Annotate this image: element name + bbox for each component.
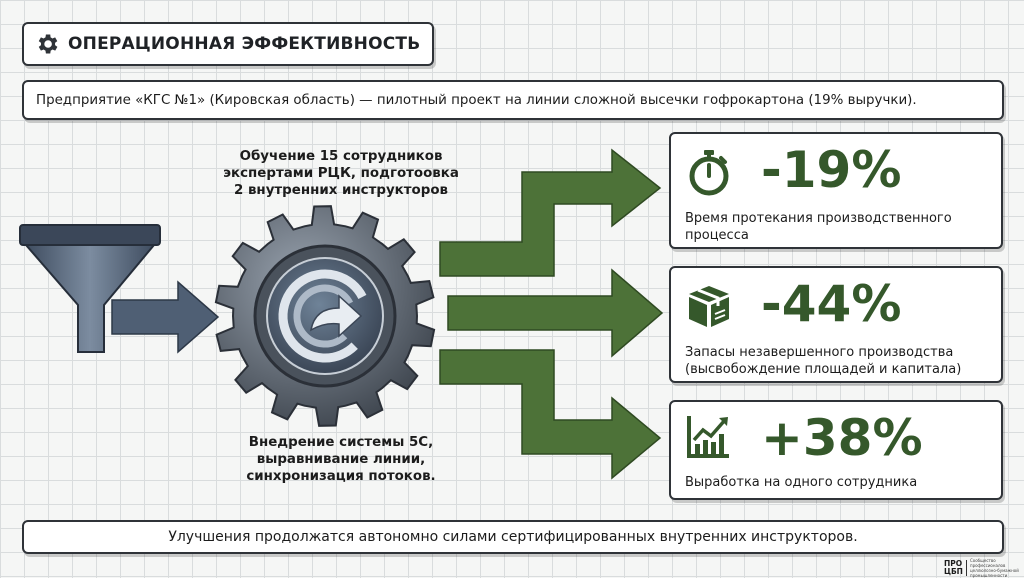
result-label-line: Выработка на одного сотрудника — [685, 475, 918, 490]
implementation-caption-line: Внедрение системы 5С, — [248, 435, 434, 450]
arrow-top — [439, 148, 662, 277]
result-card-productivity: +38% Выработка на одного сотрудника — [669, 400, 1003, 500]
training-caption-line: Обучение 15 сотрудников — [239, 149, 443, 164]
result-value: -44% — [761, 275, 902, 333]
arrow-bottom — [439, 349, 662, 480]
result-label: Выработка на одного сотрудника — [685, 474, 917, 491]
footer-box: Улучшения продолжатся автономно силами с… — [22, 520, 1004, 554]
title-box: ОПЕРАЦИОННАЯ ЭФФЕКТИВНОСТЬ — [22, 22, 434, 66]
result-value: -19% — [761, 141, 902, 199]
training-caption: Обучение 15 сотрудников экспертами РЦК, … — [196, 148, 486, 199]
result-card-wip: -44% Запасы незавершенного производства … — [669, 266, 1003, 383]
cycle-arrow — [309, 294, 363, 338]
result-card-lead-time: -19% Время протекания производственного … — [669, 132, 1003, 249]
result-label-line: процесса — [685, 228, 749, 243]
logo-mark-line: ПРО — [944, 559, 963, 568]
logo-text: Сообщество профессионалов целлюлозно-бум… — [969, 558, 1019, 578]
result-value: +38% — [761, 409, 923, 467]
implementation-caption: Внедрение системы 5С, выравнивание линии… — [196, 434, 486, 485]
implementation-caption-line: выравнивание линии, — [256, 452, 426, 467]
cycle-arc — [293, 284, 354, 348]
implementation-caption-line: синхронизация потоков. — [246, 469, 436, 484]
box-icon — [689, 286, 729, 327]
output-arrows — [439, 148, 664, 480]
logo: ПРО ЦБП Сообщество профессионалов целлюл… — [944, 558, 1024, 578]
intro-text: Предприятие «КГС №1» (Кировская область)… — [36, 92, 917, 108]
training-caption-line: 2 внутренних инструкторов — [233, 183, 448, 198]
result-label-line: Время протекания производственного — [685, 211, 952, 226]
result-label-line: Запасы незавершенного производства — [685, 345, 954, 360]
cycle-arc — [278, 269, 367, 363]
funnel-icon — [19, 224, 161, 353]
page-title: ОПЕРАЦИОННАЯ ЭФФЕКТИВНОСТЬ — [68, 34, 421, 54]
arrow-middle — [447, 268, 664, 358]
result-label: Время протекания производственного проце… — [685, 210, 952, 244]
gear-icon — [38, 34, 58, 54]
result-label: Запасы незавершенного производства (высв… — [685, 344, 961, 378]
stopwatch-icon — [689, 150, 729, 196]
logo-mark: ПРО ЦБП — [944, 560, 967, 576]
input-arrow — [111, 280, 220, 354]
growth-chart-icon — [687, 416, 729, 458]
footer-text: Улучшения продолжатся автономно силами с… — [168, 529, 858, 545]
process-gear-icon — [214, 205, 436, 427]
result-label-line: (высвобождение площадей и капитала) — [685, 362, 962, 377]
logo-mark-line: ЦБП — [944, 567, 963, 576]
training-caption-line: экспертами РЦК, подготоовка — [223, 166, 459, 181]
intro-box: Предприятие «КГС №1» (Кировская область)… — [22, 80, 1004, 120]
